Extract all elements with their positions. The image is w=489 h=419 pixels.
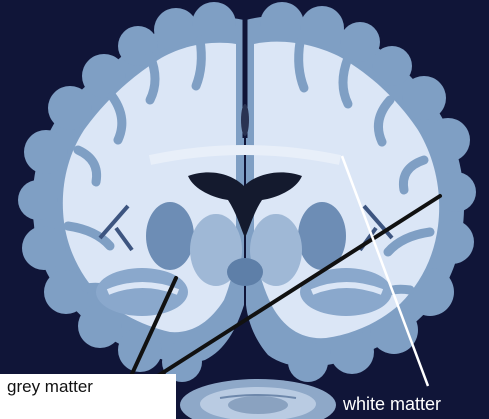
white-matter-label: white matter <box>343 394 441 415</box>
grey-matter-label: grey matter <box>7 377 93 397</box>
